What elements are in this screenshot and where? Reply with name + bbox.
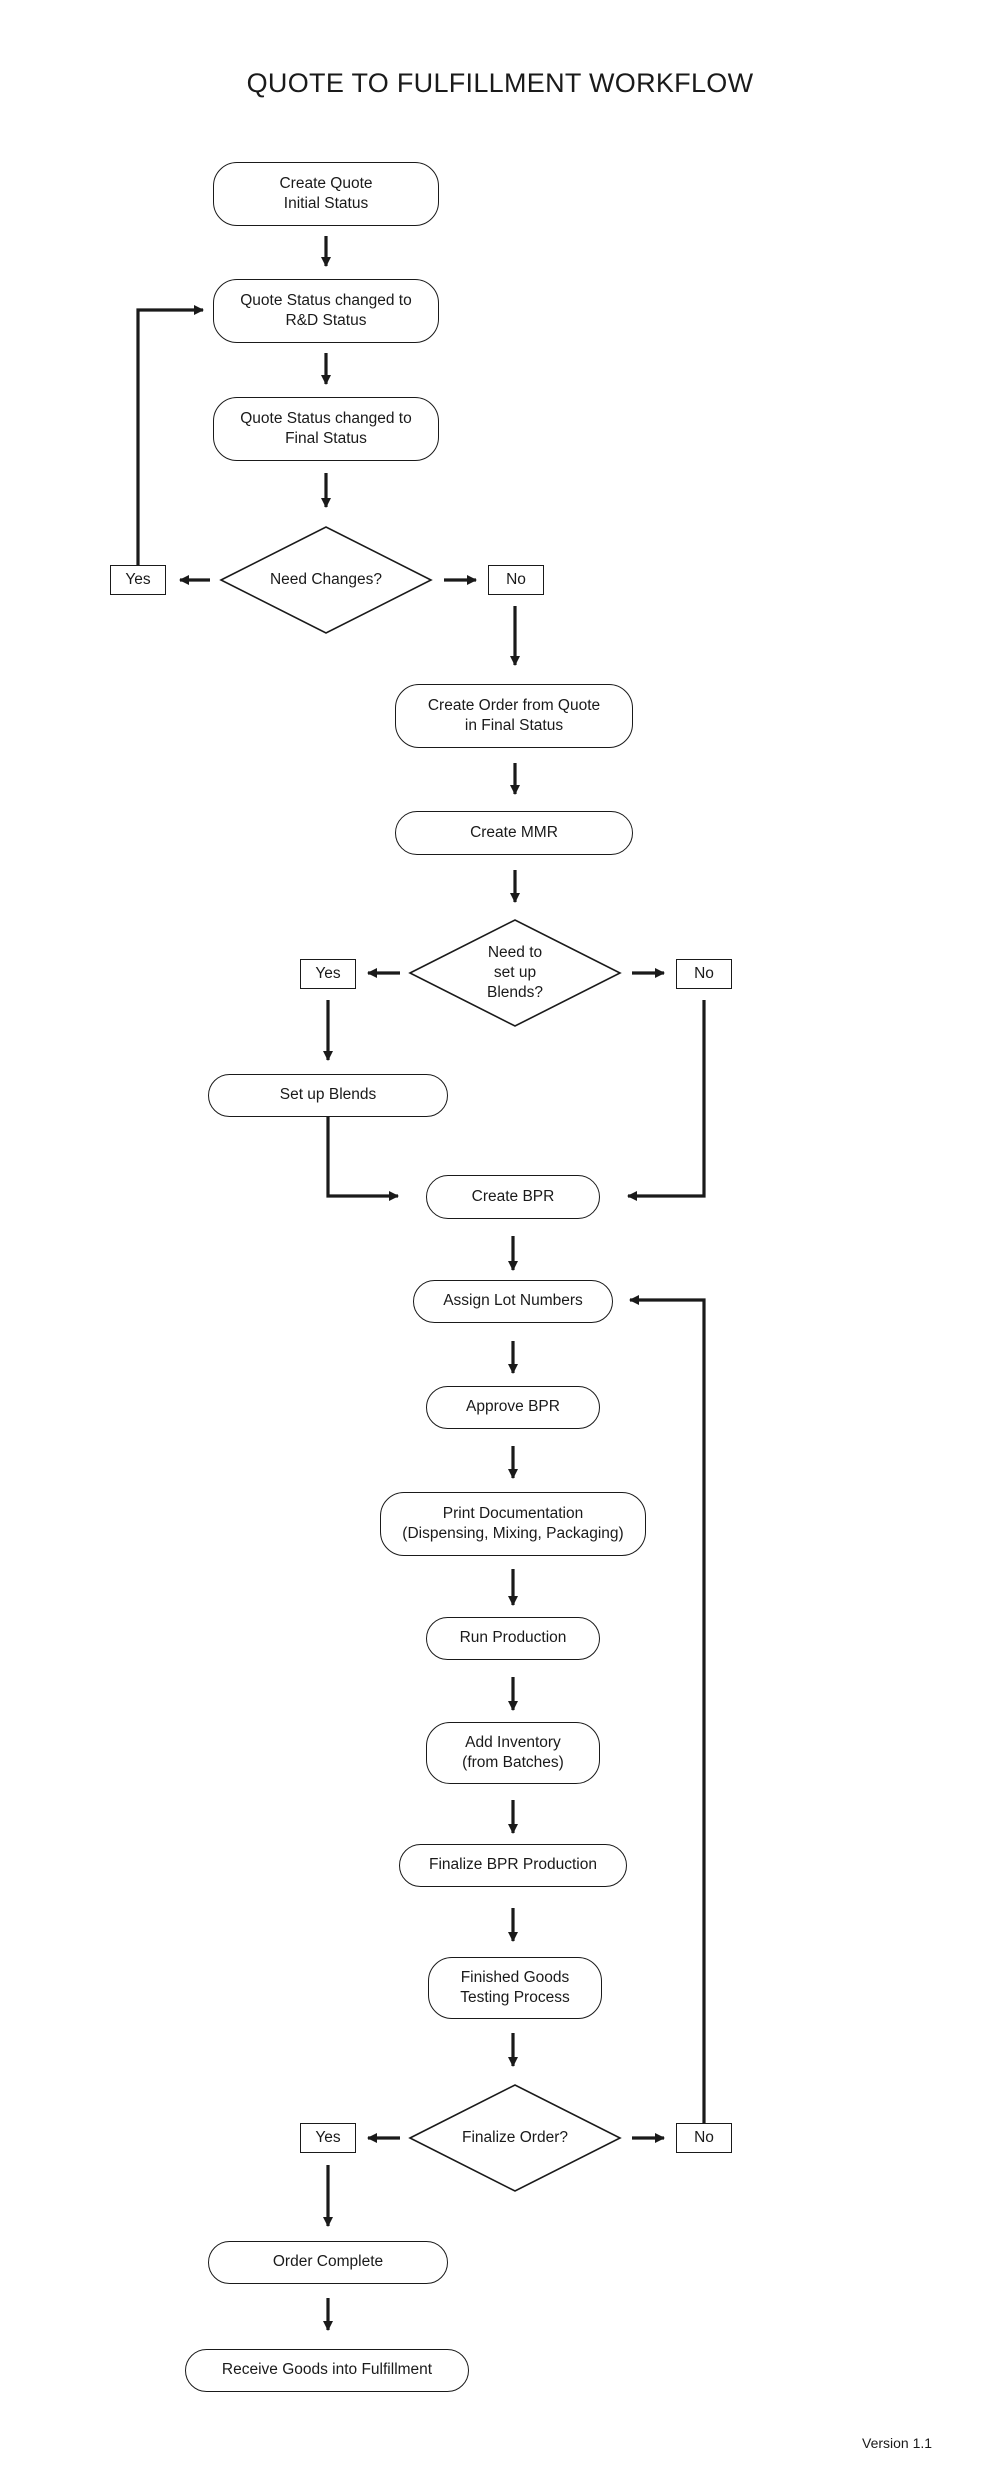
arrow-no-to-bpr: [627, 1000, 706, 1201]
step-approve-bpr: Approve BPR: [426, 1386, 600, 1429]
label-no-need-blends: No: [676, 959, 732, 989]
decision-need-blends: [408, 919, 622, 1027]
step-receive-goods: Receive Goods into Fulfillment: [185, 2349, 469, 2392]
label-yes-need-changes: Yes: [110, 565, 166, 595]
step-create-mmr: Create MMR: [395, 811, 633, 855]
step-rd-status: Quote Status changed to R&D Status: [213, 279, 439, 343]
diagram-title: QUOTE TO FULFILLMENT WORKFLOW: [246, 68, 754, 98]
decision-finalize-order-label: Finalize Order?: [462, 2128, 568, 2146]
label-yes-finalize-order: Yes: [300, 2123, 356, 2153]
label-no-finalize-order: No: [676, 2123, 732, 2153]
decision-finalize-order: [408, 2084, 622, 2192]
step-assign-lot-numbers: Assign Lot Numbers: [413, 1280, 613, 1323]
step-run-production: Run Production: [426, 1617, 600, 1660]
step-print-documentation: Print Documentation (Dispensing, Mixing,…: [380, 1492, 646, 1556]
label-yes-need-blends: Yes: [300, 959, 356, 989]
step-add-inventory: Add Inventory (from Batches): [426, 1722, 600, 1784]
step-setup-blends: Set up Blends: [208, 1074, 448, 1117]
step-finalize-bpr: Finalize BPR Production: [399, 1844, 627, 1887]
step-final-status: Quote Status changed to Final Status: [213, 397, 439, 461]
step-order-complete: Order Complete: [208, 2241, 448, 2284]
step-create-quote: Create Quote Initial Status: [213, 162, 439, 226]
step-finished-goods-testing: Finished Goods Testing Process: [428, 1957, 602, 2019]
step-create-order: Create Order from Quote in Final Status: [395, 684, 633, 748]
arrow-setup-to-bpr: [326, 1115, 399, 1201]
decision-need-changes-label: Need Changes?: [269, 570, 383, 588]
decision-need-blends-label: Need to set up Blends?: [486, 943, 543, 1002]
arrow-no-loop-to-lot: [629, 1295, 706, 2123]
arrow-yes-loop-to-rd: [136, 305, 204, 565]
step-create-bpr: Create BPR: [426, 1175, 600, 1219]
label-no-need-changes: No: [488, 565, 544, 595]
decision-need-changes: [219, 526, 433, 634]
version-label: Version 1.1: [862, 2435, 933, 2451]
